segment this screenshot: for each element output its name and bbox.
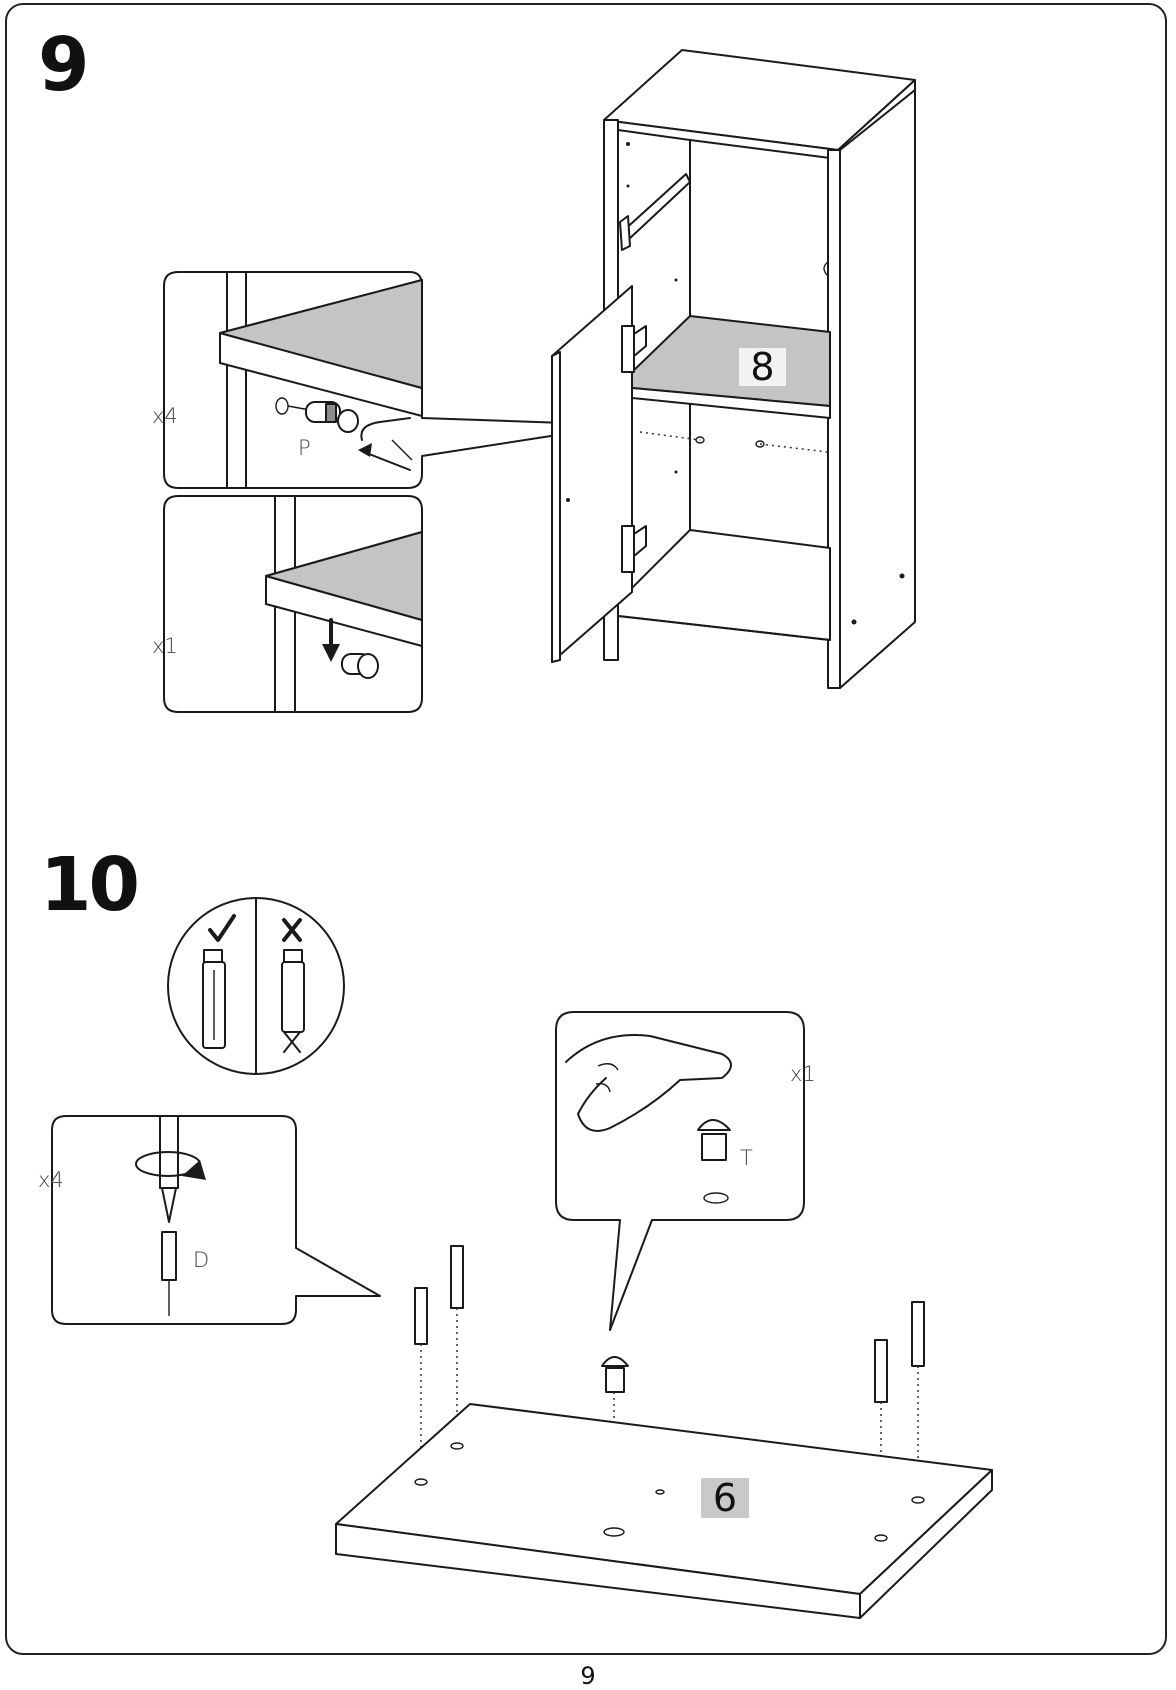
cam-label: T xyxy=(740,1146,753,1170)
shelf-pin-label: P xyxy=(298,436,311,460)
dowel-insert-callout xyxy=(51,1115,381,1325)
dowels-over-panel xyxy=(414,1245,925,1536)
panel-6 xyxy=(335,1403,993,1619)
page-frame xyxy=(5,3,1167,1655)
shelf-drop-detail-callout xyxy=(163,495,423,713)
dowel-quantity: x4 xyxy=(38,1168,64,1192)
dowel-label: D xyxy=(193,1248,210,1272)
shelf-panel-number-badge: 8 xyxy=(739,345,786,389)
step-10-number: 10 xyxy=(40,842,140,928)
page-number: 9 xyxy=(580,1662,596,1690)
step-9-number: 9 xyxy=(38,22,89,108)
shelf-pin-detail-callout xyxy=(163,271,623,489)
cabinet-drawing xyxy=(551,49,916,689)
cam-quantity: x1 xyxy=(790,1062,816,1086)
shelf-pin-quantity: x4 xyxy=(152,404,178,428)
cam-lock-callout xyxy=(555,1011,805,1331)
dowel-orientation-guide xyxy=(167,897,345,1075)
shelf-drop-quantity: x1 xyxy=(152,634,178,658)
panel-number-badge: 6 xyxy=(701,1476,749,1520)
